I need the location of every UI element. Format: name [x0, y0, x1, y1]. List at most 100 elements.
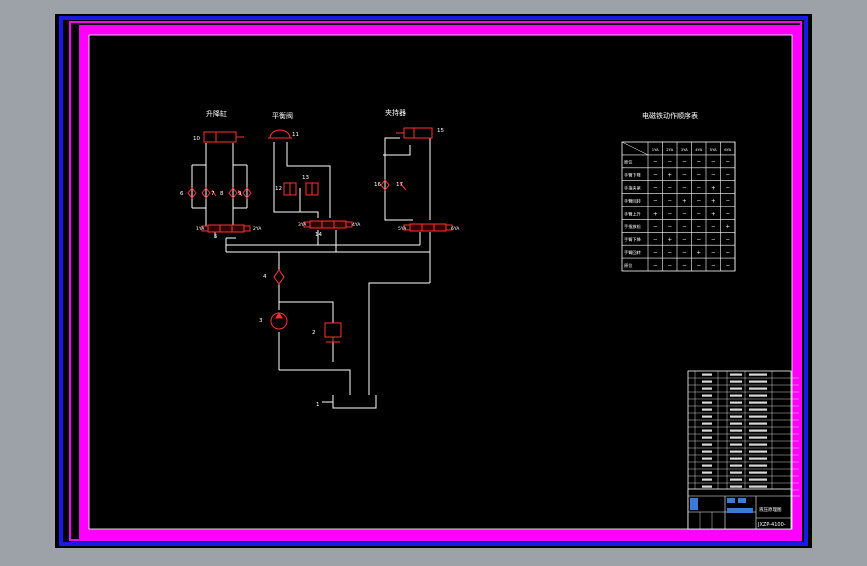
table-cell: − [682, 237, 687, 243]
table-cell: + [725, 224, 730, 230]
directional-valve-rotary[interactable] [303, 220, 353, 229]
parts-list-entry [702, 436, 712, 439]
hydraulic-piping [191, 137, 431, 409]
balance-valve-12[interactable] [283, 182, 297, 196]
parts-list-entry [702, 415, 712, 418]
check-valve-9[interactable] [242, 187, 252, 199]
parts-list-entry [702, 457, 712, 460]
parts-list-entry [730, 443, 742, 446]
table-cell: − [667, 263, 672, 269]
table-cell: − [682, 224, 687, 230]
table-cell: − [711, 263, 716, 269]
parts-list-entry [749, 422, 767, 425]
parts-list-entry [702, 464, 712, 467]
parts-list-entry [749, 394, 767, 397]
num-7: 7 [211, 191, 215, 197]
parts-list-entry [749, 429, 767, 432]
num-8: 8 [220, 191, 224, 197]
table-cell: + [696, 250, 701, 256]
table-row-label: 原位 [624, 262, 632, 268]
num-13: 13 [302, 175, 309, 181]
sequence-table-title: 电磁铁动作顺序表 [642, 111, 698, 120]
balance-valve-13[interactable] [305, 182, 319, 196]
filter-4[interactable] [273, 269, 285, 285]
table-cell: − [667, 185, 672, 191]
num-3: 3 [259, 318, 263, 324]
table-cell: − [653, 198, 658, 204]
parts-list-entry [730, 485, 742, 488]
table-cell: − [711, 250, 716, 256]
table-cell: + [667, 173, 672, 179]
parts-list-entry [749, 485, 767, 488]
table-column-header: 5YA [710, 147, 717, 152]
table-cell: − [653, 224, 658, 230]
clamp-cylinder[interactable] [396, 127, 433, 139]
parts-list-entry [749, 464, 767, 467]
parts-list-entry [730, 478, 742, 481]
check-valve-6[interactable] [187, 187, 197, 199]
title-block: 液压原理图 JXZP-4100- [687, 370, 800, 530]
parts-list-entry [730, 429, 742, 432]
table-cell: − [711, 173, 716, 179]
parts-list-entry [730, 394, 742, 397]
table-cell: + [682, 198, 687, 204]
table-cell: − [667, 160, 672, 166]
directional-valve-lift[interactable] [201, 224, 251, 233]
parts-list-entry [702, 485, 712, 488]
parts-list-entry [730, 401, 742, 404]
parts-list-entry [730, 408, 742, 411]
table-cell: − [667, 198, 672, 204]
table-cell: − [667, 250, 672, 256]
table-cell: − [711, 160, 716, 166]
parts-list-entry [702, 478, 712, 481]
num-4: 4 [263, 274, 267, 280]
outer-border-blue [59, 16, 808, 546]
parts-list-entry [730, 380, 742, 383]
hydraulic-pump[interactable] [270, 312, 288, 330]
parts-list-entry [702, 450, 712, 453]
table-column-header: 3YA [681, 147, 688, 152]
parts-list-entry [702, 408, 712, 411]
parts-list-entry [730, 422, 742, 425]
table-cell: − [653, 160, 658, 166]
table-cell: − [725, 198, 730, 204]
table-cell: − [696, 160, 701, 166]
table-cell: − [725, 250, 730, 256]
table-cell: − [725, 263, 730, 269]
title-block-mark [727, 498, 735, 503]
num-5: 5 [214, 234, 218, 240]
parts-list-entry [749, 408, 767, 411]
check-valve-7[interactable] [201, 187, 211, 199]
table-cell: − [667, 224, 672, 230]
table-cell: − [696, 211, 701, 217]
check-valve-16[interactable] [380, 179, 390, 191]
parts-list-entry [702, 429, 712, 432]
table-cell: − [696, 237, 701, 243]
parts-list-entry [730, 387, 742, 390]
solenoid-3ya: 3YA [298, 222, 307, 228]
rotary-actuator[interactable] [268, 129, 292, 139]
parts-list-entry [702, 471, 712, 474]
table-cell: − [682, 173, 687, 179]
num-11: 11 [292, 132, 299, 138]
num-2: 2 [312, 330, 316, 336]
table-cell: + [667, 237, 672, 243]
hydraulic-components [187, 127, 453, 343]
table-cell: − [682, 211, 687, 217]
relief-valve[interactable] [324, 322, 342, 343]
table-cell: − [653, 173, 658, 179]
directional-valve-clamp[interactable] [403, 223, 453, 232]
table-cell: − [653, 250, 658, 256]
parts-list-entry [702, 443, 712, 446]
parts-list-entry [730, 471, 742, 474]
parts-list-entry [702, 373, 712, 376]
parts-list-entry [749, 415, 767, 418]
table-cell: − [696, 224, 701, 230]
parts-list-entry [730, 373, 742, 376]
check-valve-8[interactable] [228, 187, 238, 199]
num-9: 9 [238, 191, 242, 197]
table-cell: − [653, 237, 658, 243]
lift-cylinder[interactable] [203, 131, 244, 143]
